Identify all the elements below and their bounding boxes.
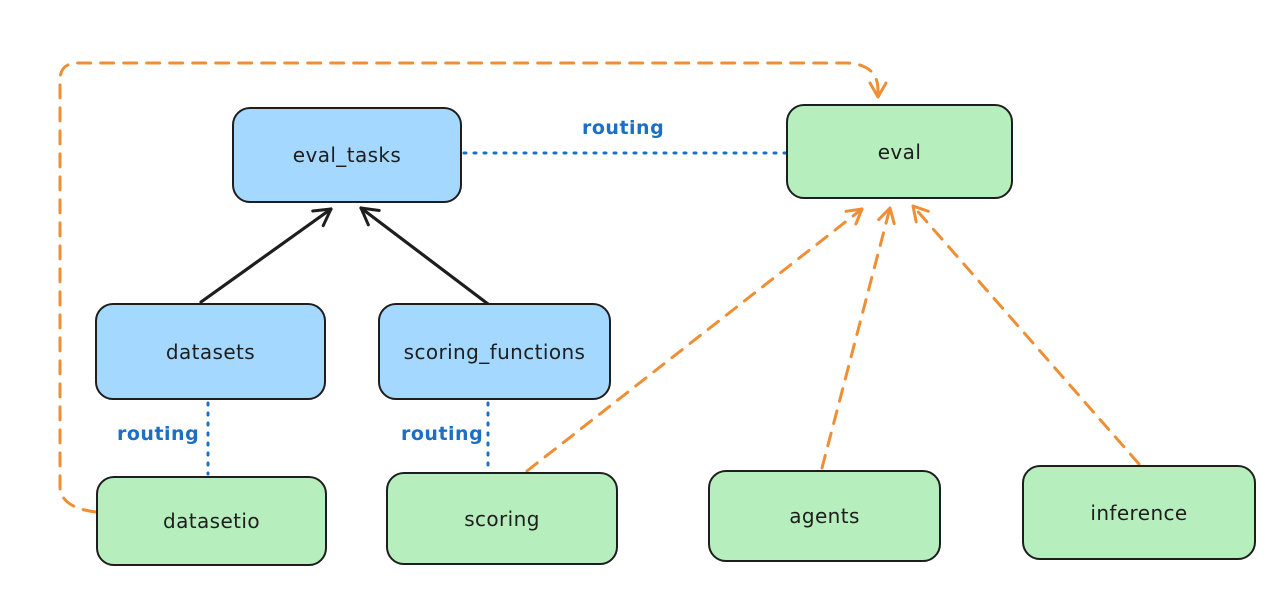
node-scoring-functions-label: scoring_functions — [403, 339, 586, 364]
routing-label-eval-tasks-eval: routing — [582, 117, 665, 139]
edge-datasets-to-eval-tasks — [199, 207, 333, 304]
edge-scoring-to-eval-dashed — [525, 207, 864, 473]
edge-inference-to-eval-dashed — [911, 204, 1141, 466]
node-scoring: scoring — [386, 472, 618, 565]
node-datasets: datasets — [95, 303, 326, 400]
edge-scoring-functions-to-eval-tasks — [359, 206, 490, 306]
node-agents-label: agents — [789, 504, 860, 528]
node-eval-tasks-label: eval_tasks — [292, 143, 402, 167]
routing-label-scoring-functions-scoring: routing — [401, 423, 484, 445]
node-inference: inference — [1022, 465, 1256, 560]
node-eval-label: eval — [877, 139, 922, 164]
node-scoring-label: scoring — [464, 506, 540, 531]
node-scoring-functions: scoring_functions — [378, 303, 611, 400]
node-inference-label: inference — [1090, 500, 1188, 525]
node-eval: eval — [786, 104, 1013, 199]
edge-agents-to-eval-dashed — [820, 206, 896, 470]
node-datasetio: datasetio — [96, 476, 327, 566]
node-datasetio-label: datasetio — [162, 509, 260, 533]
node-eval-tasks: eval_tasks — [232, 107, 462, 203]
node-agents: agents — [708, 470, 941, 562]
routing-label-datasets-datasetio: routing — [117, 423, 200, 445]
edge-datasetio-to-eval-dashed-loop — [58, 61, 888, 514]
node-datasets-label: datasets — [165, 339, 256, 364]
